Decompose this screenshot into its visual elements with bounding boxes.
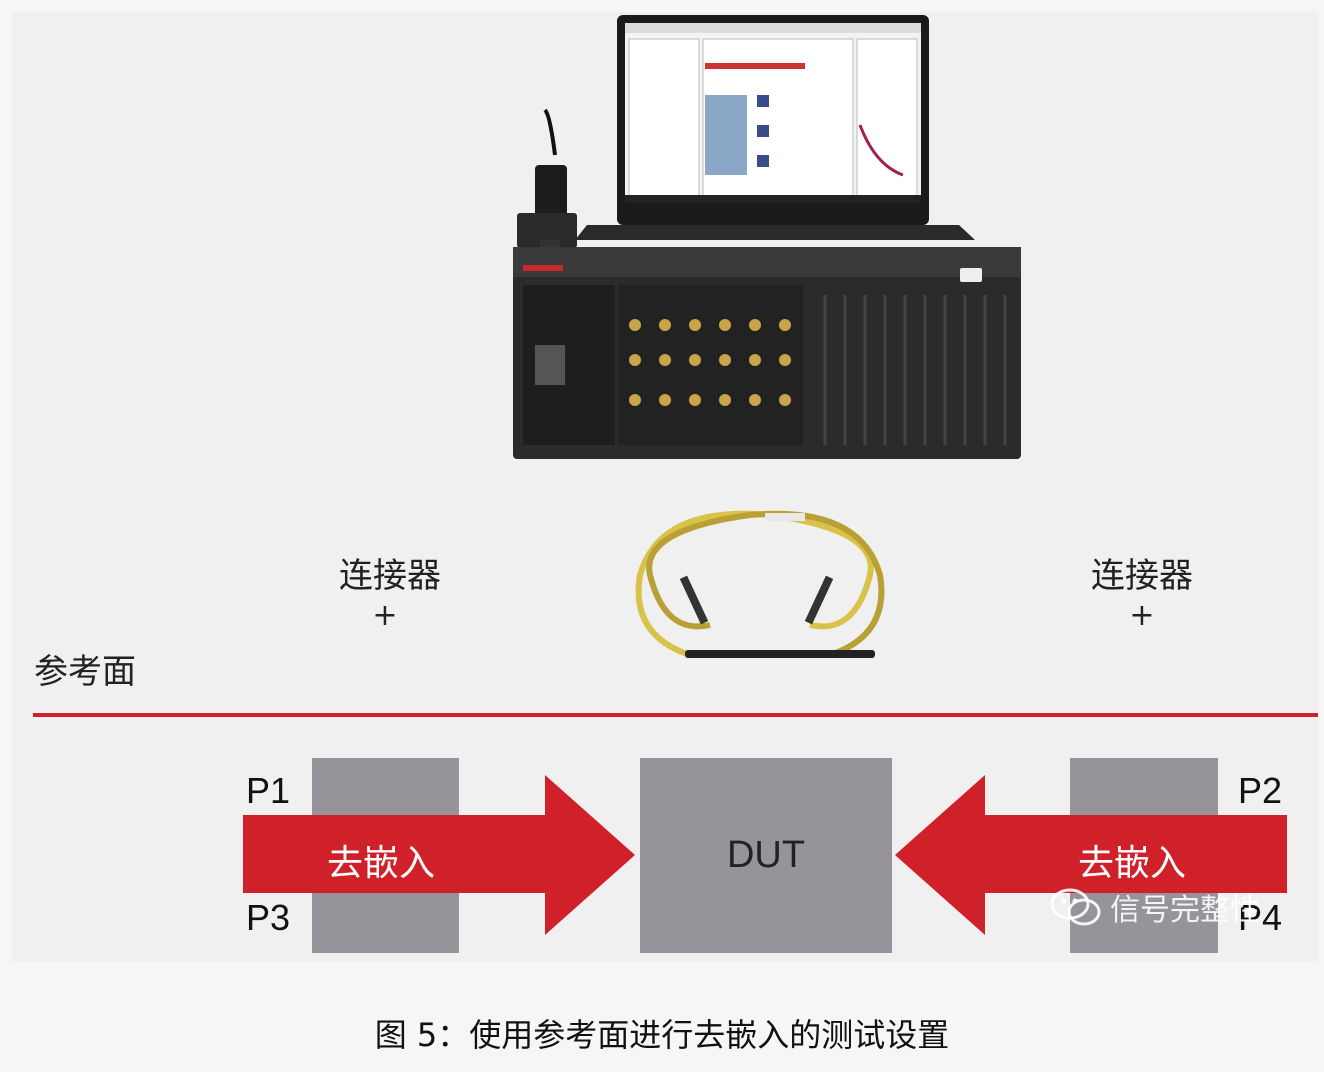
laptop: [575, 15, 975, 240]
coax-cable-illustration: [635, 510, 885, 658]
reference-plane-label: 参考面: [34, 652, 136, 692]
port-p2: P2: [1238, 770, 1283, 811]
deembed-arrow-left: [243, 775, 635, 935]
pxi-chassis: [513, 247, 1021, 459]
deembed-arrow-right: [895, 775, 1287, 935]
reference-plane-line: [33, 713, 1318, 717]
wechat-icon: [1050, 888, 1101, 926]
instrument-illustration: [513, 15, 1021, 459]
dut-block: DUT: [640, 758, 892, 953]
deembed-label-left: 去嵌入: [327, 843, 436, 884]
watermark-text: 信号完整性: [1110, 893, 1260, 928]
port-p4: P4: [1238, 897, 1283, 938]
plus-sign-left: +: [372, 598, 398, 633]
connector-label-left: 连接器: [339, 556, 441, 596]
connector-label-right: 连接器: [1091, 556, 1193, 596]
probe-module: [517, 108, 577, 255]
watermark: 信号完整性: [1050, 885, 1260, 929]
deembed-label-right: 去嵌入: [1078, 843, 1187, 884]
port-p1: P1: [246, 770, 291, 811]
port-p3: P3: [246, 897, 291, 938]
plus-sign-right: +: [1129, 598, 1155, 633]
figure-caption: 图 5：使用参考面进行去嵌入的测试设置: [374, 1016, 950, 1054]
